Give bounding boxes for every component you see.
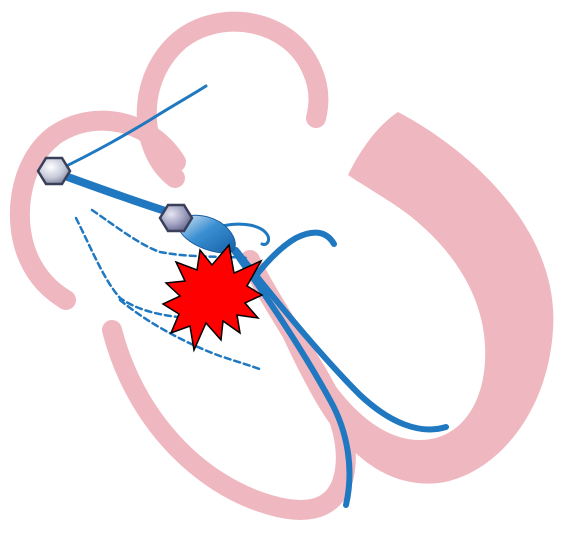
- sa-node: [38, 158, 70, 184]
- right-bundle-branch: [232, 248, 349, 505]
- hexagon-node-icon: [38, 158, 70, 184]
- av-node: [160, 205, 192, 231]
- internodal-tract: [54, 172, 178, 215]
- hexagon-node-icon: [160, 205, 192, 231]
